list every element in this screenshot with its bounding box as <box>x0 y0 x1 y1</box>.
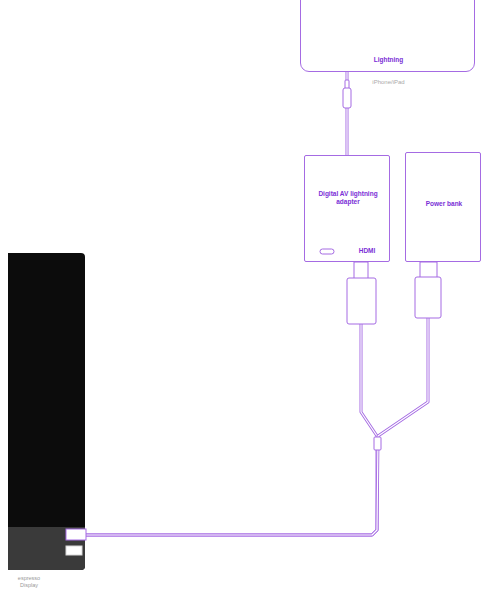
cable-core <box>85 262 377 535</box>
lightning-port <box>320 249 334 254</box>
power-bank-box: Power bank <box>405 152 481 262</box>
cable-core <box>85 262 428 535</box>
hdmi-plug-head <box>354 262 368 279</box>
cable-outline <box>346 72 349 155</box>
hdmi-plug-body <box>347 278 376 324</box>
power-bank-name: Power bank <box>408 200 480 208</box>
display-name: espresso Display <box>14 575 44 588</box>
cable-outline <box>85 262 428 535</box>
cable-outline <box>85 262 377 535</box>
adapter-name: Digital AV lightning adapter <box>310 190 386 206</box>
display-base <box>8 527 85 570</box>
cable <box>85 262 377 535</box>
device-box: LightningiPhone/iPad <box>300 0 475 72</box>
display-port <box>66 546 82 555</box>
display-plug-body <box>66 529 86 540</box>
port-label: Lightning <box>301 56 476 64</box>
cable-junction <box>374 437 381 450</box>
lightning-plug <box>343 88 351 108</box>
cable <box>85 262 428 535</box>
adapter-box: Digital AV lightning adapterHDMI <box>304 155 390 262</box>
display-panel: espresso Display <box>8 253 85 570</box>
power-plug-head <box>420 262 437 278</box>
power-plug-body <box>415 277 441 318</box>
device-name: iPhone/iPad <box>301 79 476 86</box>
port-label: HDMI <box>351 247 383 255</box>
